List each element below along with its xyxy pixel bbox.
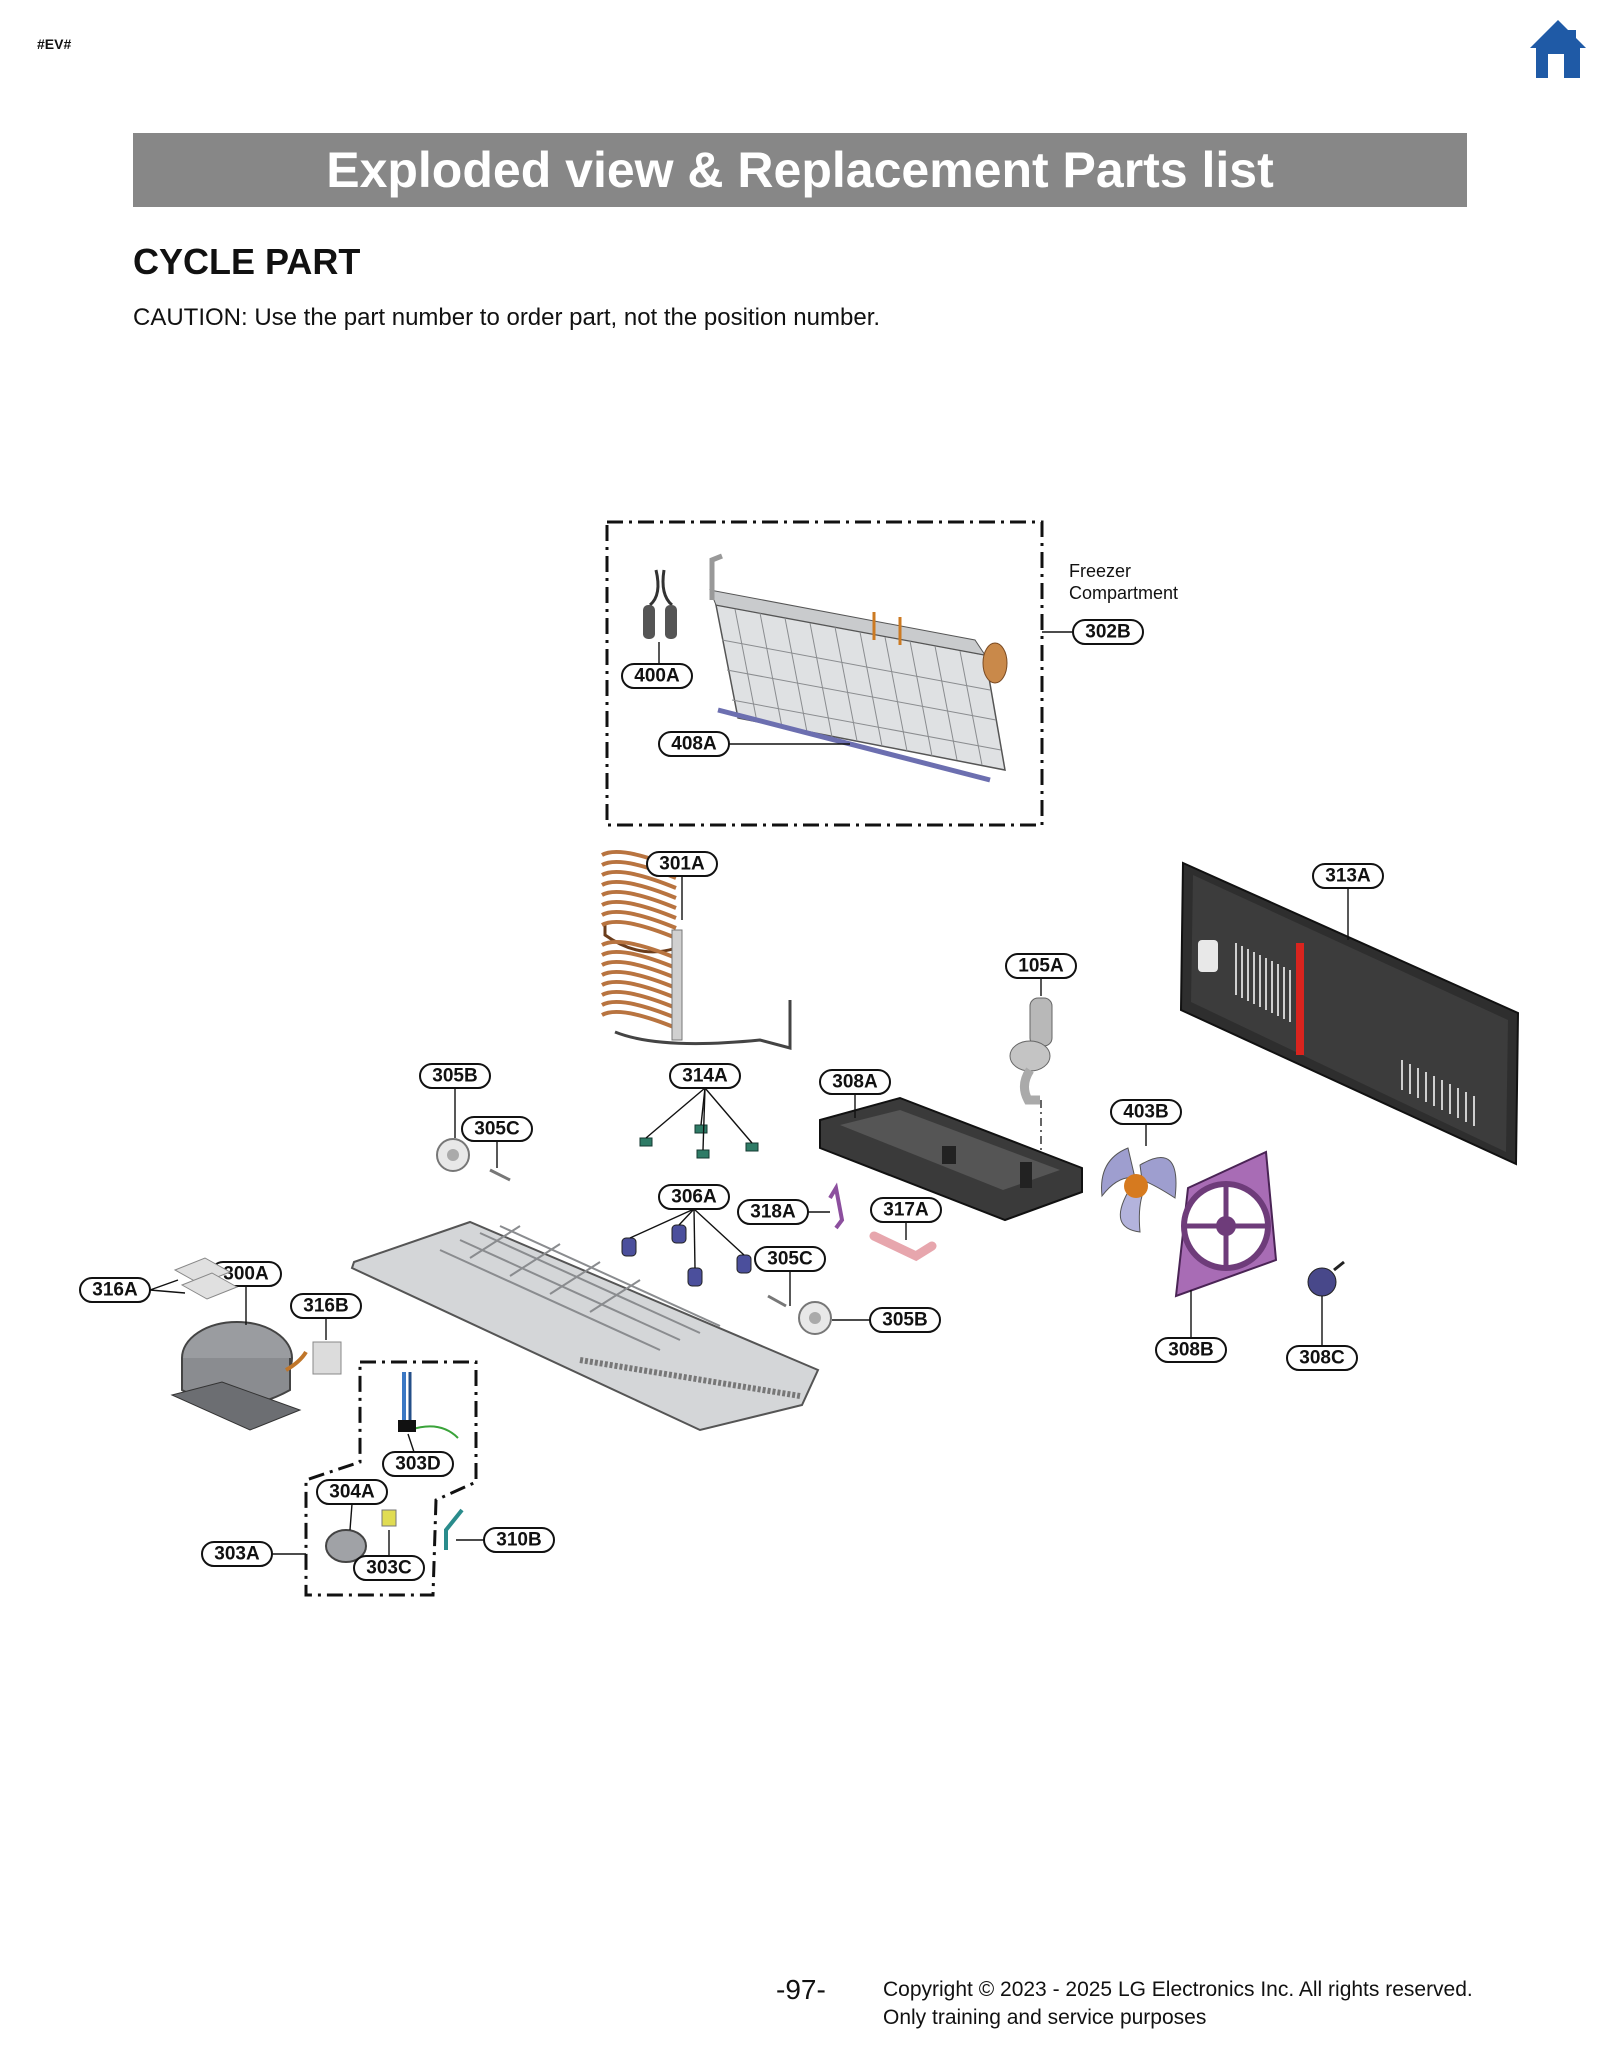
zone-label-line1: Freezer xyxy=(1069,561,1131,581)
fan-cap-bottom-part xyxy=(798,1301,832,1335)
callout-300A: 300A xyxy=(210,1261,282,1325)
electrical-subassembly-boundary xyxy=(304,1360,478,1597)
callout-408A-label: 408A xyxy=(671,734,717,755)
rear-cover-part xyxy=(1179,861,1520,1166)
callout-314A: 314A xyxy=(645,1063,753,1151)
callout-303D: 303D xyxy=(382,1433,454,1477)
callout-308B: 308B xyxy=(1155,1290,1227,1363)
callout-308A-label: 308A xyxy=(832,1072,878,1093)
base-plate-part xyxy=(350,1220,820,1432)
callout-301A-label: 301A xyxy=(659,854,705,875)
callout-310B-label: 310B xyxy=(496,1530,541,1551)
callout-308A: 308A xyxy=(819,1069,891,1118)
caution-note: CAUTION: Use the part number to order pa… xyxy=(133,304,881,331)
callout-305C-top-label: 305C xyxy=(474,1119,520,1140)
callout-403B: 403B xyxy=(1110,1099,1182,1146)
callout-318A: 318A xyxy=(737,1199,830,1225)
callout-400A: 400A xyxy=(621,642,693,689)
callout-314A-label: 314A xyxy=(682,1066,728,1087)
bracket-318a-part xyxy=(828,1182,845,1230)
callout-305B-top: 305B xyxy=(419,1063,491,1138)
callout-306A: 306A xyxy=(629,1184,745,1269)
callout-303C: 303C xyxy=(353,1530,425,1581)
callout-303D-label: 303D xyxy=(395,1454,440,1475)
relay-304a-part xyxy=(325,1529,367,1563)
evaporator-part xyxy=(709,553,1008,783)
callout-302B: 302B xyxy=(1042,619,1144,645)
dryer-317a-part xyxy=(869,1231,937,1262)
screw-bottom-part xyxy=(767,1294,787,1308)
home-icon xyxy=(1530,20,1586,78)
home-button[interactable] xyxy=(1528,18,1588,80)
freezer-compartment-boundary xyxy=(605,520,1044,827)
machine-tray-part xyxy=(819,1096,1083,1222)
callout-317A: 317A xyxy=(870,1197,942,1240)
callout-305B-bot-label: 305B xyxy=(882,1310,927,1331)
callout-403B-label: 403B xyxy=(1123,1102,1168,1123)
callout-316A-label: 316A xyxy=(92,1280,138,1301)
callout-316B-label: 316B xyxy=(303,1296,348,1317)
callout-408A: 408A xyxy=(658,731,850,757)
callout-303A: 303A xyxy=(201,1541,306,1567)
callout-302B-label: 302B xyxy=(1085,622,1130,643)
callout-316B: 316B xyxy=(290,1293,362,1340)
pad-316b-part xyxy=(312,1341,342,1375)
callout-317A-label: 317A xyxy=(883,1200,929,1221)
fan-motor-part xyxy=(1307,1260,1345,1297)
callout-305C-bot-label: 305C xyxy=(767,1249,813,1270)
defrost-sensor-part xyxy=(643,569,677,639)
fan-blade-part xyxy=(1101,1147,1177,1233)
callout-308C: 308C xyxy=(1286,1296,1358,1371)
document-tag: #EV# xyxy=(37,36,72,52)
callout-304A-label: 304A xyxy=(329,1482,375,1503)
compressor-part xyxy=(170,1321,308,1431)
harness-303d-part xyxy=(398,1372,459,1439)
cap-303c-part xyxy=(381,1509,397,1527)
pipe-310b-part xyxy=(444,1508,464,1550)
callout-304A: 304A xyxy=(316,1479,388,1531)
copyright-line-1: Copyright © 2023 - 2025 LG Electronics I… xyxy=(883,1978,1473,2001)
callout-305C-bot: 305C xyxy=(754,1246,826,1306)
callout-400A-label: 400A xyxy=(634,666,680,687)
callout-303A-label: 303A xyxy=(214,1544,260,1565)
fan-shroud-part xyxy=(1174,1150,1278,1298)
callout-305C-top: 305C xyxy=(461,1116,533,1168)
drain-hose-part xyxy=(1009,997,1053,1160)
compressor-pads-part xyxy=(173,1257,239,1300)
callout-300A-label: 300A xyxy=(223,1264,269,1285)
callout-318A-label: 318A xyxy=(750,1202,796,1223)
callout-316A: 316A xyxy=(79,1277,186,1303)
callout-303C-label: 303C xyxy=(366,1558,412,1579)
condenser-part xyxy=(601,850,792,1050)
callout-313A: 313A xyxy=(1312,863,1384,940)
section-title: CYCLE PART xyxy=(133,241,361,282)
callout-301A: 301A xyxy=(646,851,718,920)
copyright-line-2: Only training and service purposes xyxy=(883,2006,1207,2029)
screw-top-part xyxy=(489,1168,511,1182)
fan-cap-top-part xyxy=(436,1138,470,1172)
page-number: -97- xyxy=(776,1974,826,2005)
zone-label-line2: Compartment xyxy=(1069,583,1178,603)
callout-105A-label: 105A xyxy=(1018,956,1064,977)
callout-105A: 105A xyxy=(1005,953,1077,996)
pipe-clamps-part xyxy=(639,1124,759,1159)
callout-308C-label: 308C xyxy=(1299,1348,1345,1369)
callout-313A-label: 313A xyxy=(1325,866,1371,887)
rubber-grommets-part xyxy=(621,1224,752,1287)
callout-305B-top-label: 305B xyxy=(432,1066,477,1087)
callout-306A-label: 306A xyxy=(671,1187,717,1208)
callout-310B: 310B xyxy=(456,1527,555,1553)
page-banner-title: Exploded view & Replacement Parts list xyxy=(133,133,1467,207)
callout-305B-bot: 305B xyxy=(832,1307,941,1333)
callout-308B-label: 308B xyxy=(1168,1340,1213,1361)
copyright-notice: Copyright © 2023 - 2025 LG Electronics I… xyxy=(883,1976,1473,2032)
